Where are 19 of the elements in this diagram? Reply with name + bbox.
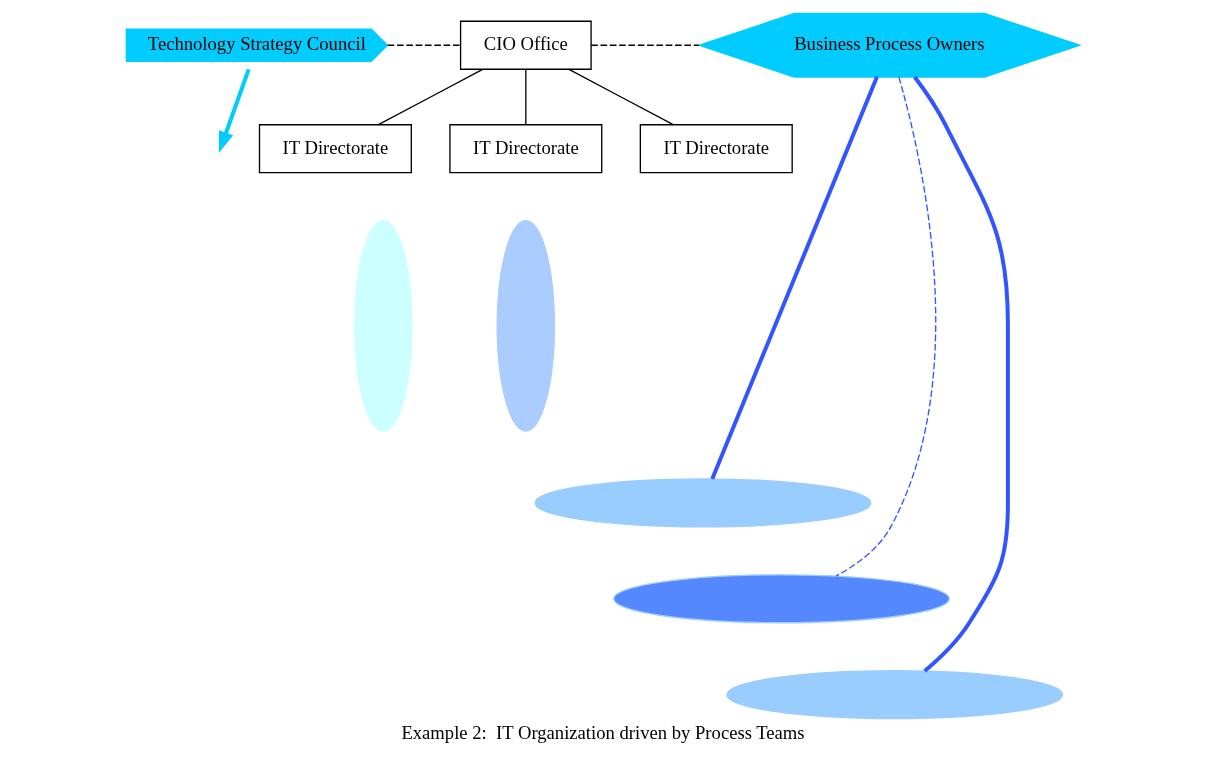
caption: Example 2: IT Organization driven by Process Teams: [401, 721, 805, 743]
connector: [913, 75, 1010, 673]
connector: [835, 76, 937, 577]
node-ellipse: [613, 574, 950, 624]
node-box: IT Directorate: [258, 124, 412, 174]
connector: [590, 44, 700, 46]
connector: [387, 44, 462, 46]
node-ellipse: [354, 219, 413, 432]
node-box: IT Directorate: [449, 124, 603, 174]
arrow: [218, 68, 251, 153]
node-box: CIO Office: [459, 20, 592, 70]
connector: [525, 68, 527, 126]
node-box: IT Directorate: [639, 124, 793, 174]
connector: [568, 68, 674, 126]
node-ellipse: [726, 670, 1064, 720]
connector: [710, 76, 879, 480]
connector: [377, 68, 484, 126]
node-ellipse: [496, 219, 556, 432]
node-ellipse: [534, 478, 872, 528]
